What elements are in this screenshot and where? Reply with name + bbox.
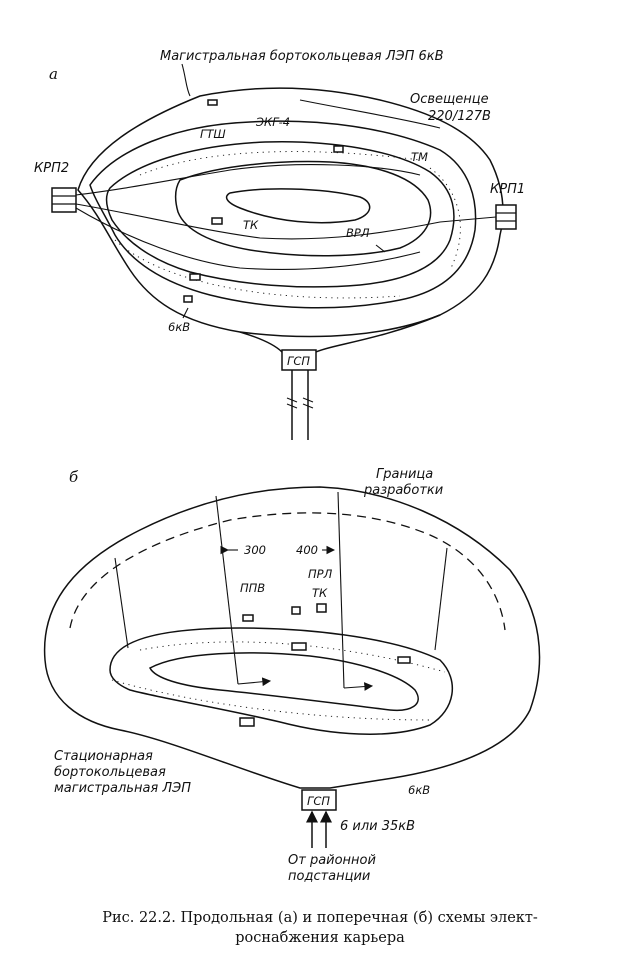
distance-300: 300 bbox=[244, 543, 266, 557]
vrl-label: ВРЛ bbox=[346, 226, 370, 240]
mining-boundary bbox=[69, 512, 506, 631]
boundary-label-1: Граница bbox=[376, 467, 433, 482]
prl-label: ПРЛ bbox=[308, 567, 333, 581]
bench-arrow-1 bbox=[237, 677, 272, 687]
stationary-label-1: Стационарная bbox=[54, 749, 153, 764]
bench-arrow-2 bbox=[343, 682, 374, 691]
switch-mark bbox=[242, 614, 254, 622]
line-ticks bbox=[286, 397, 314, 409]
krp1-label: КРП1 bbox=[490, 182, 525, 197]
diagram-a: а Магистральная бортокольцевая ЛЭП 6кВ К… bbox=[34, 49, 525, 440]
lighting-label: Освещенце bbox=[410, 92, 489, 107]
lighting-line bbox=[299, 99, 441, 129]
stationary-ring bbox=[43, 486, 541, 789]
pit-b-outer bbox=[109, 627, 454, 735]
trunk-line-title: Магистральная бортокольцевая ЛЭП 6кВ bbox=[160, 49, 444, 64]
feeder-3 bbox=[75, 207, 421, 270]
switch-mark bbox=[291, 642, 307, 651]
gtsh-label: ГТШ bbox=[200, 127, 226, 141]
lighting-voltage: 220/127В bbox=[428, 109, 491, 124]
stationary-label-3: магистральная ЛЭП bbox=[54, 781, 191, 796]
krp2-label: КРП2 bbox=[34, 161, 69, 176]
gsp-box-a bbox=[281, 349, 317, 371]
panel-label-a: а bbox=[49, 65, 58, 83]
pit-bench-inner bbox=[174, 160, 432, 257]
diagram-b: б Граница разработки 300 400 ППВ ПРЛ ТК bbox=[43, 467, 541, 884]
feeder-1 bbox=[75, 164, 421, 196]
boundary-label-2: разработки bbox=[363, 483, 443, 498]
pit-bench-mid bbox=[105, 141, 455, 288]
gsp-label-b: ГСП bbox=[307, 794, 330, 808]
pit-b-inner bbox=[149, 652, 419, 712]
gsp-box-b bbox=[301, 789, 337, 811]
feeder-right bbox=[434, 547, 448, 651]
kv6-label-a: 6кВ bbox=[168, 320, 190, 334]
tk-label-a: ТК bbox=[243, 218, 259, 232]
switch-mark bbox=[333, 145, 344, 153]
feeder-ppv bbox=[215, 495, 239, 685]
caption-line-1: Рис. 22.2. Продольная (а) и поперечная (… bbox=[102, 910, 538, 926]
switch-mark bbox=[291, 606, 301, 615]
switch-mark bbox=[189, 273, 201, 281]
title-leader bbox=[181, 63, 191, 97]
switch-mark bbox=[211, 217, 223, 225]
krp1-box bbox=[495, 204, 517, 230]
caption-line-2: роснабжения карьера bbox=[235, 930, 405, 946]
pit-bench-outer bbox=[89, 120, 477, 309]
switch-mark bbox=[397, 656, 411, 664]
feeder-left bbox=[114, 557, 129, 649]
kv6-label-b: 6кВ bbox=[408, 783, 430, 797]
stationary-label-2: бортокольцевая bbox=[54, 765, 166, 780]
source-label-2: подстанции bbox=[288, 869, 370, 884]
krp2-box bbox=[51, 187, 77, 213]
feeder-prl bbox=[337, 491, 345, 689]
distance-400: 400 bbox=[296, 543, 318, 557]
feeder-2 bbox=[75, 203, 497, 240]
voltage-label: 6 или 35кВ bbox=[340, 819, 415, 834]
outer-trunk-ring bbox=[77, 87, 504, 338]
tm-label: ТМ bbox=[411, 150, 428, 164]
gsp-feed-a bbox=[239, 314, 441, 353]
ekg-label: ЭКГ-4 bbox=[255, 115, 290, 129]
switch-mark bbox=[316, 603, 327, 613]
pit-bottom bbox=[225, 188, 371, 224]
panel-label-b: б bbox=[69, 468, 79, 486]
figure-caption: Рис. 22.2. Продольная (а) и поперечная (… bbox=[40, 908, 600, 948]
bench-hatching bbox=[114, 151, 461, 299]
switch-mark bbox=[207, 99, 218, 106]
source-label-1: От районной bbox=[288, 853, 376, 868]
ppv-label: ППВ bbox=[240, 581, 265, 595]
switch-mark bbox=[183, 295, 193, 303]
gsp-label-a: ГСП bbox=[287, 354, 310, 368]
tk-label-b: ТК bbox=[312, 586, 328, 600]
switch-mark bbox=[239, 717, 255, 727]
